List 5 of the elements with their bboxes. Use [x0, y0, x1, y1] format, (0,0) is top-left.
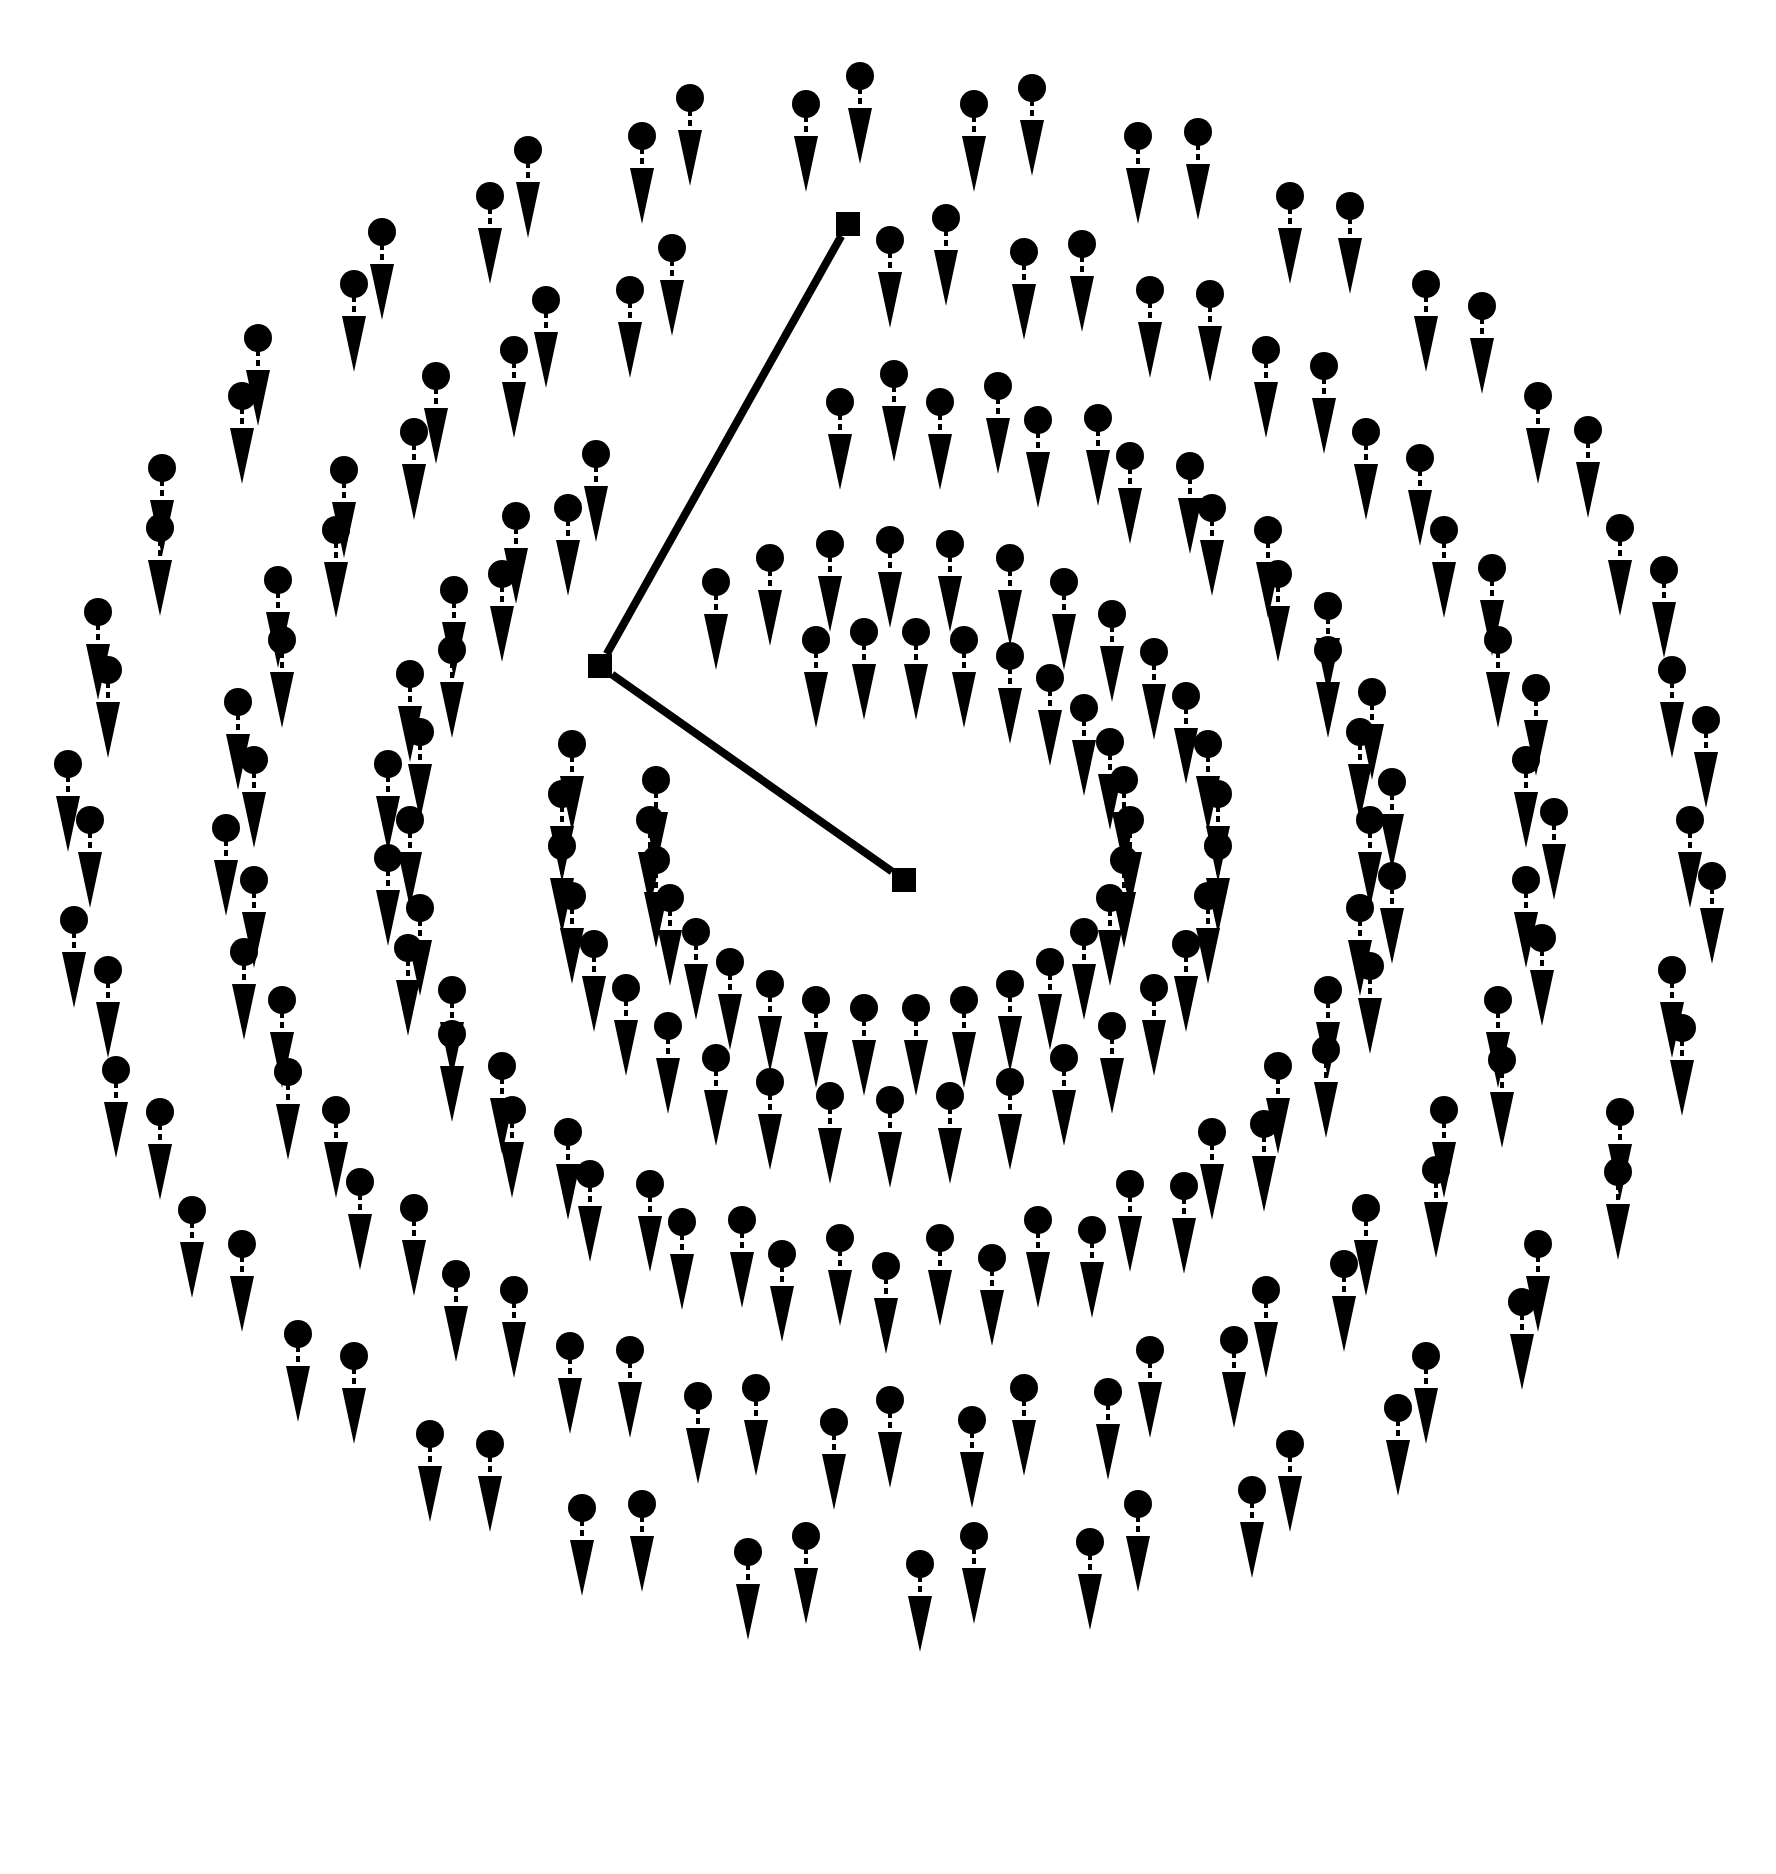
joint-square: [588, 654, 612, 678]
joint-square: [892, 868, 916, 892]
joint-square: [836, 212, 860, 236]
arm-link: [603, 234, 845, 656]
arm-link: [609, 671, 895, 875]
